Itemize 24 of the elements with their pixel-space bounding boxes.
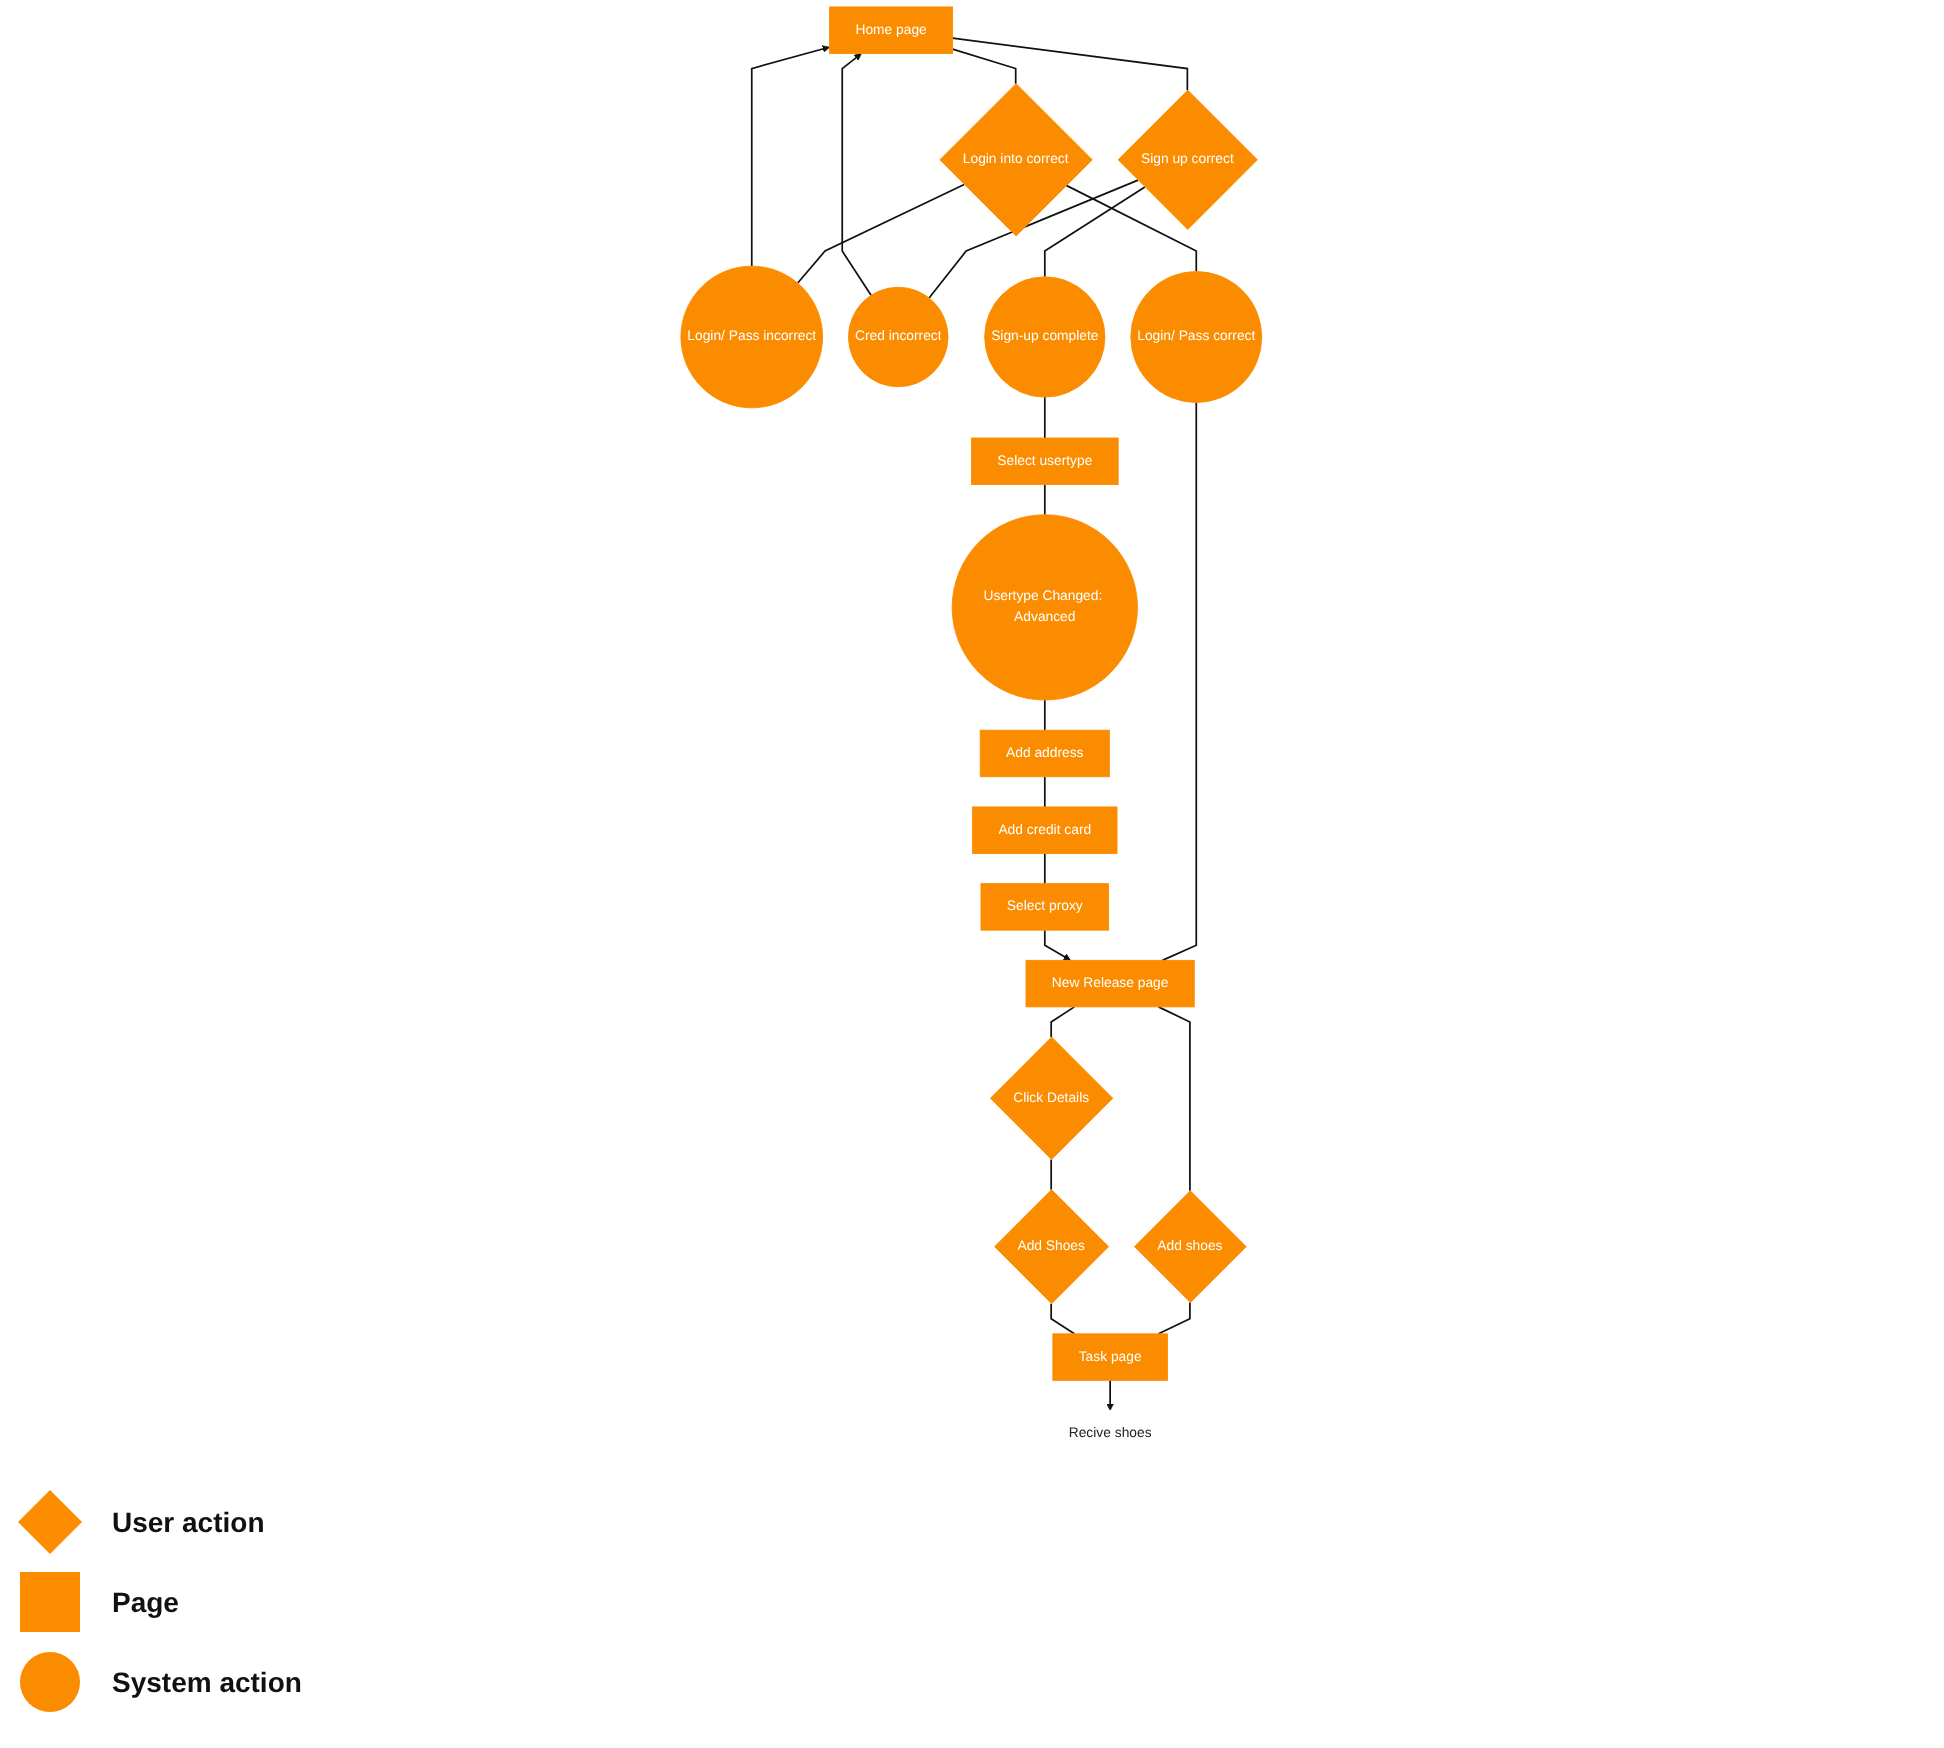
connector (1158, 1006, 1192, 1192)
connector (952, 48, 1018, 85)
connector (952, 37, 1189, 91)
connector (1044, 396, 1047, 439)
connector (797, 183, 966, 284)
connector (1162, 401, 1198, 962)
connector (1158, 1301, 1192, 1335)
connector (1050, 1006, 1076, 1038)
arrow (1044, 929, 1072, 961)
connector (1044, 483, 1047, 516)
connector (1044, 852, 1047, 885)
legend-label: Page (112, 1586, 179, 1618)
connector (928, 179, 1140, 299)
connector (1066, 184, 1198, 273)
legend-label: User action (112, 1506, 265, 1538)
connector (1050, 1302, 1076, 1335)
arrow (751, 45, 831, 267)
connector (1044, 699, 1047, 732)
connector (1044, 775, 1047, 808)
connector (1050, 1158, 1053, 1191)
arrow (842, 53, 873, 297)
arrow (1107, 1379, 1115, 1411)
connector (1044, 186, 1147, 278)
legend-label: System action (112, 1666, 302, 1698)
